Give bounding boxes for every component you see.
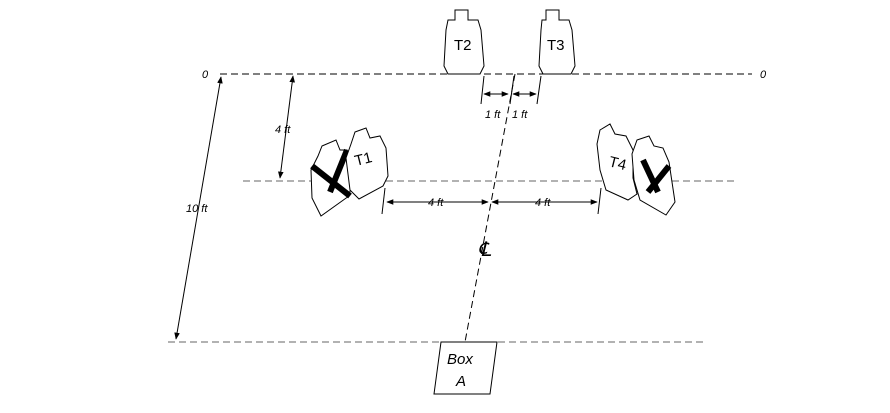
zero-label-right: 0 xyxy=(760,69,767,81)
target-t1 xyxy=(345,127,389,200)
target-label-t4: T4 xyxy=(607,153,628,174)
dim-label-1ft-a: 1 ft xyxy=(485,109,501,121)
dim-label-4ft-vertical: 4 ft xyxy=(275,124,291,136)
centerline-symbol: ℄ xyxy=(478,239,492,261)
target-t4-noshoot xyxy=(631,135,676,216)
target-t1-noshoot xyxy=(310,139,353,217)
centerline-line xyxy=(464,73,516,343)
target-label-t1: T1 xyxy=(353,149,374,170)
zero-label-left: 0 xyxy=(202,69,209,81)
dimension-4ft-horizontal xyxy=(381,187,602,215)
dim-label-10ft: 10 ft xyxy=(186,203,208,215)
target-t2 xyxy=(443,9,485,75)
box-label-line2: A xyxy=(455,373,466,390)
dim-label-1ft-b: 1 ft xyxy=(512,109,528,121)
box-label-line1: Box xyxy=(447,351,473,368)
dimension-4ft-vertical xyxy=(278,75,295,179)
dimension-1ft-pair xyxy=(480,75,542,105)
box-a xyxy=(433,341,498,395)
target-t3 xyxy=(538,9,576,75)
dim-label-4ft-right: 4 ft xyxy=(535,197,551,209)
target-label-t3: T3 xyxy=(547,37,565,54)
dimension-10ft xyxy=(174,76,223,340)
target-t4 xyxy=(596,123,638,201)
target-label-t2: T2 xyxy=(454,37,472,54)
dim-label-4ft-left: 4 ft xyxy=(428,197,444,209)
